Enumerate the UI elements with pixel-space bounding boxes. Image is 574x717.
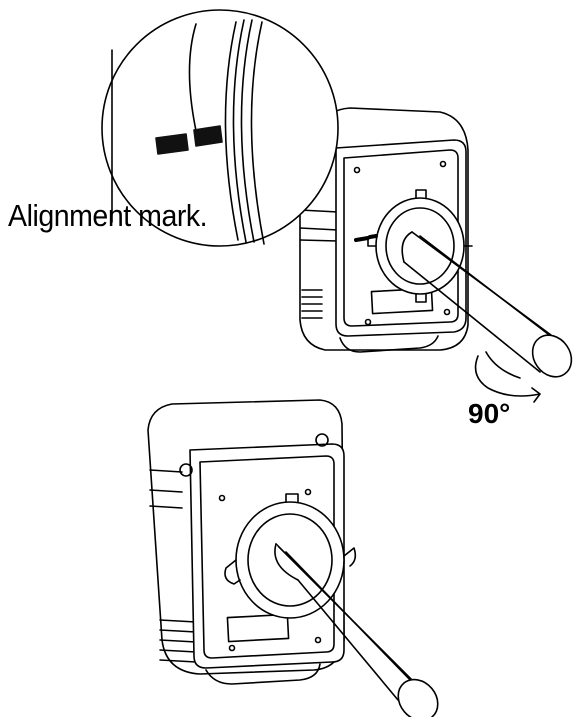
alignment-mark-label: Alignment mark. <box>8 198 208 233</box>
alignment-mark-small <box>354 234 378 242</box>
rotation-angle-label: 90° <box>468 398 511 429</box>
magnifier-callout <box>101 9 339 247</box>
bracket-top <box>367 189 573 403</box>
bracket-bottom <box>224 493 439 717</box>
